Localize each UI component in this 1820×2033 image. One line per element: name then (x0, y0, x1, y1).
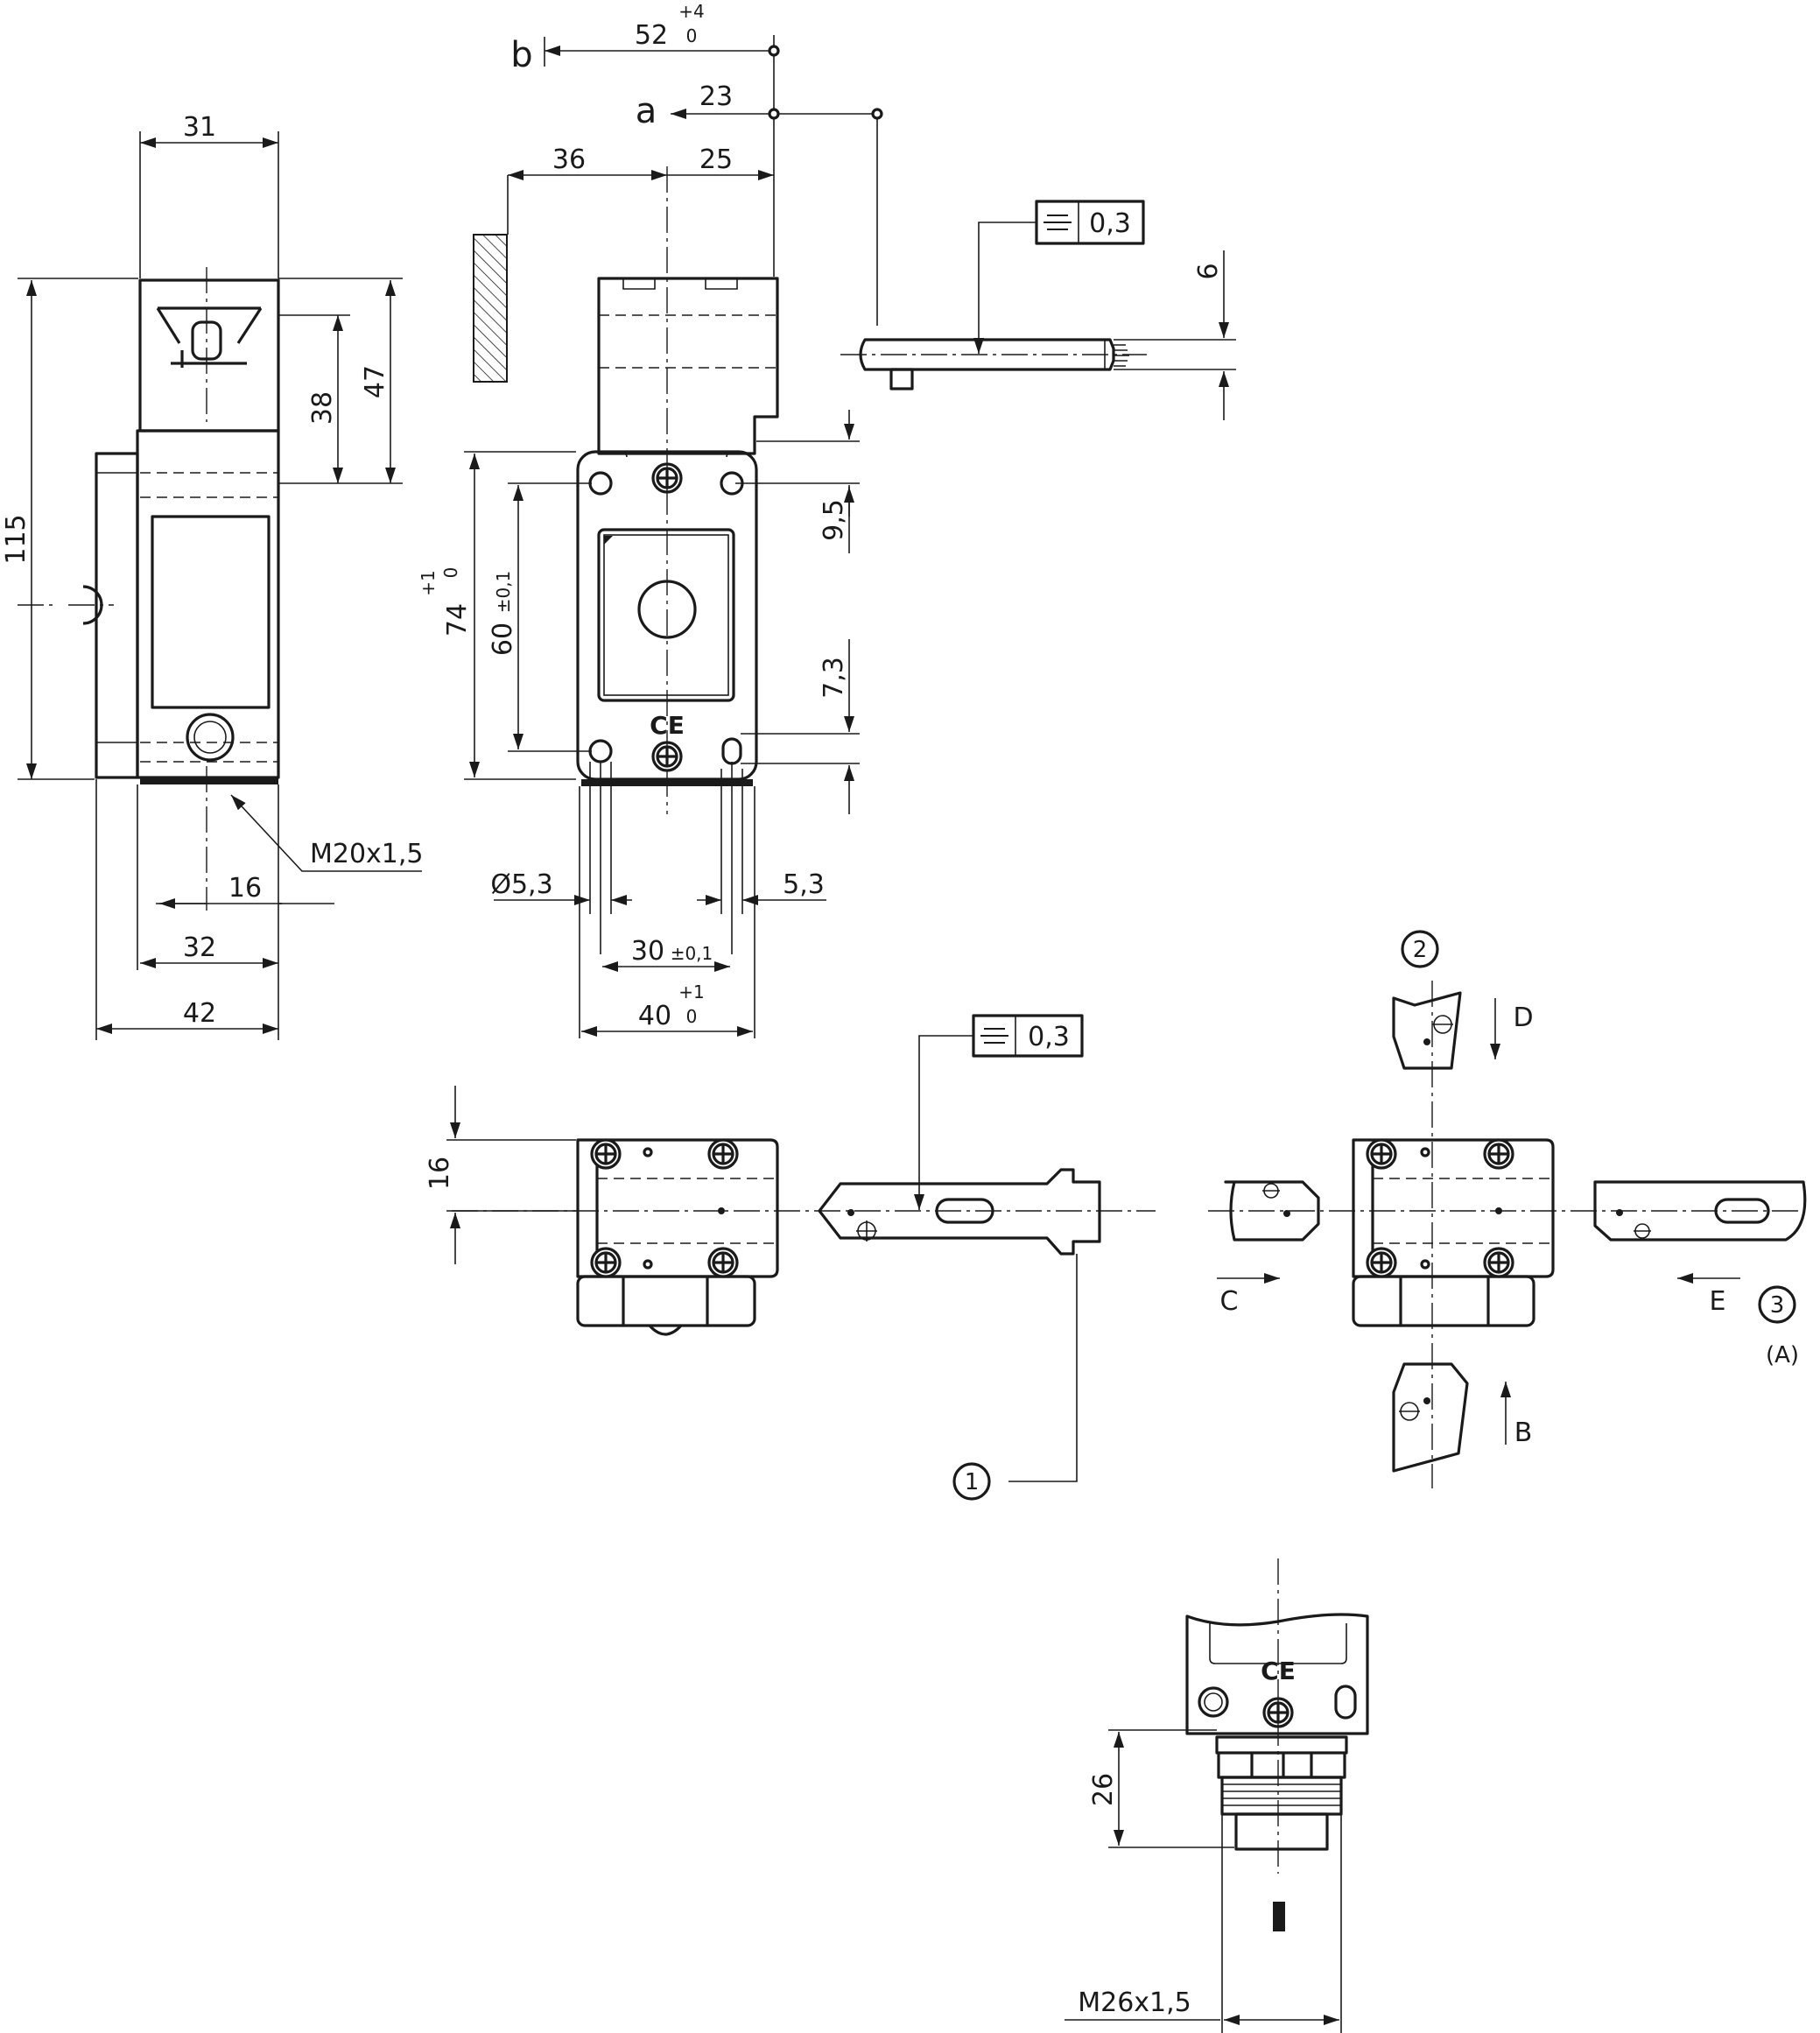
side-view-dimensions: 31 115 38 47 16 32 42 M20x1,5 (1, 112, 424, 1040)
callout-1: 1 (965, 1469, 980, 1495)
dim-47: 47 (360, 365, 390, 398)
dim-60-tol: ±0,1 (493, 571, 514, 614)
dim-38: 38 (307, 391, 338, 425)
thread-m20: M20x1,5 (310, 839, 424, 869)
dim-25: 25 (699, 144, 733, 175)
callout-2: 2 (1413, 937, 1428, 963)
thread-m26: M26x1,5 (1078, 1987, 1191, 2018)
dim-74-tol-lower: 0 (440, 567, 461, 579)
dim-32: 32 (183, 932, 216, 963)
hole-dia: Ø5,3 (490, 869, 552, 900)
dir-D: D (1513, 1002, 1533, 1033)
dim-9-5: 9,5 (819, 499, 849, 541)
front-view: CE (473, 166, 779, 814)
dim-31: 31 (183, 112, 216, 143)
head-actuator-view: 16 0,3 1 (425, 1014, 1156, 1501)
dim-74-tol-upper: +1 (418, 570, 439, 595)
dim-115: 115 (1, 514, 32, 564)
letter-b: b (510, 35, 532, 75)
dim-26: 26 (1088, 1773, 1119, 1806)
dim-36: 36 (552, 144, 586, 175)
dim-40: 40 (638, 1001, 671, 1031)
flatness-value-top: 0,3 (1089, 208, 1131, 239)
dim-30: 30 (631, 936, 664, 967)
dim-30-tol: ±0,1 (671, 943, 713, 964)
dir-B: B (1514, 1417, 1533, 1448)
dim-23: 23 (699, 81, 733, 112)
letter-a: a (636, 91, 657, 131)
dim-42: 42 (183, 998, 216, 1029)
dim-52: 52 (635, 20, 668, 51)
actuator-view: 6 0,3 (840, 200, 1236, 420)
dir-E: E (1710, 1286, 1726, 1317)
bottom-connector-view: CE 26 M26x1,5 (1065, 1558, 1369, 2033)
side-view (18, 267, 280, 911)
flatness-value-mid: 0,3 (1028, 1022, 1070, 1052)
callout-3: 3 (1770, 1292, 1785, 1319)
note-A: (A) (1766, 1342, 1799, 1368)
dim-5-3: 5,3 (783, 869, 825, 900)
dim-60: 60 (488, 623, 518, 656)
dim-74: 74 (442, 603, 473, 637)
dim-16-cable: 16 (228, 873, 262, 904)
dim-16-height: 16 (425, 1157, 455, 1190)
dim-52-tol-lower: 0 (686, 25, 698, 46)
approach-directions-view: D B C E 2 3 (A) (1208, 930, 1807, 1488)
dim-40-tol-upper: +1 (678, 981, 704, 1002)
dim-6: 6 (1193, 263, 1224, 279)
dir-C: C (1220, 1286, 1239, 1317)
dim-40-tol-lower: 0 (686, 1006, 698, 1027)
front-view-dimensions: 36 25 b 52 +4 0 a 23 74 +1 0 60 ±0,1 9,5 (418, 1, 883, 1038)
dim-52-tol-upper: +4 (678, 1, 704, 22)
dim-7-3: 7,3 (819, 657, 849, 699)
